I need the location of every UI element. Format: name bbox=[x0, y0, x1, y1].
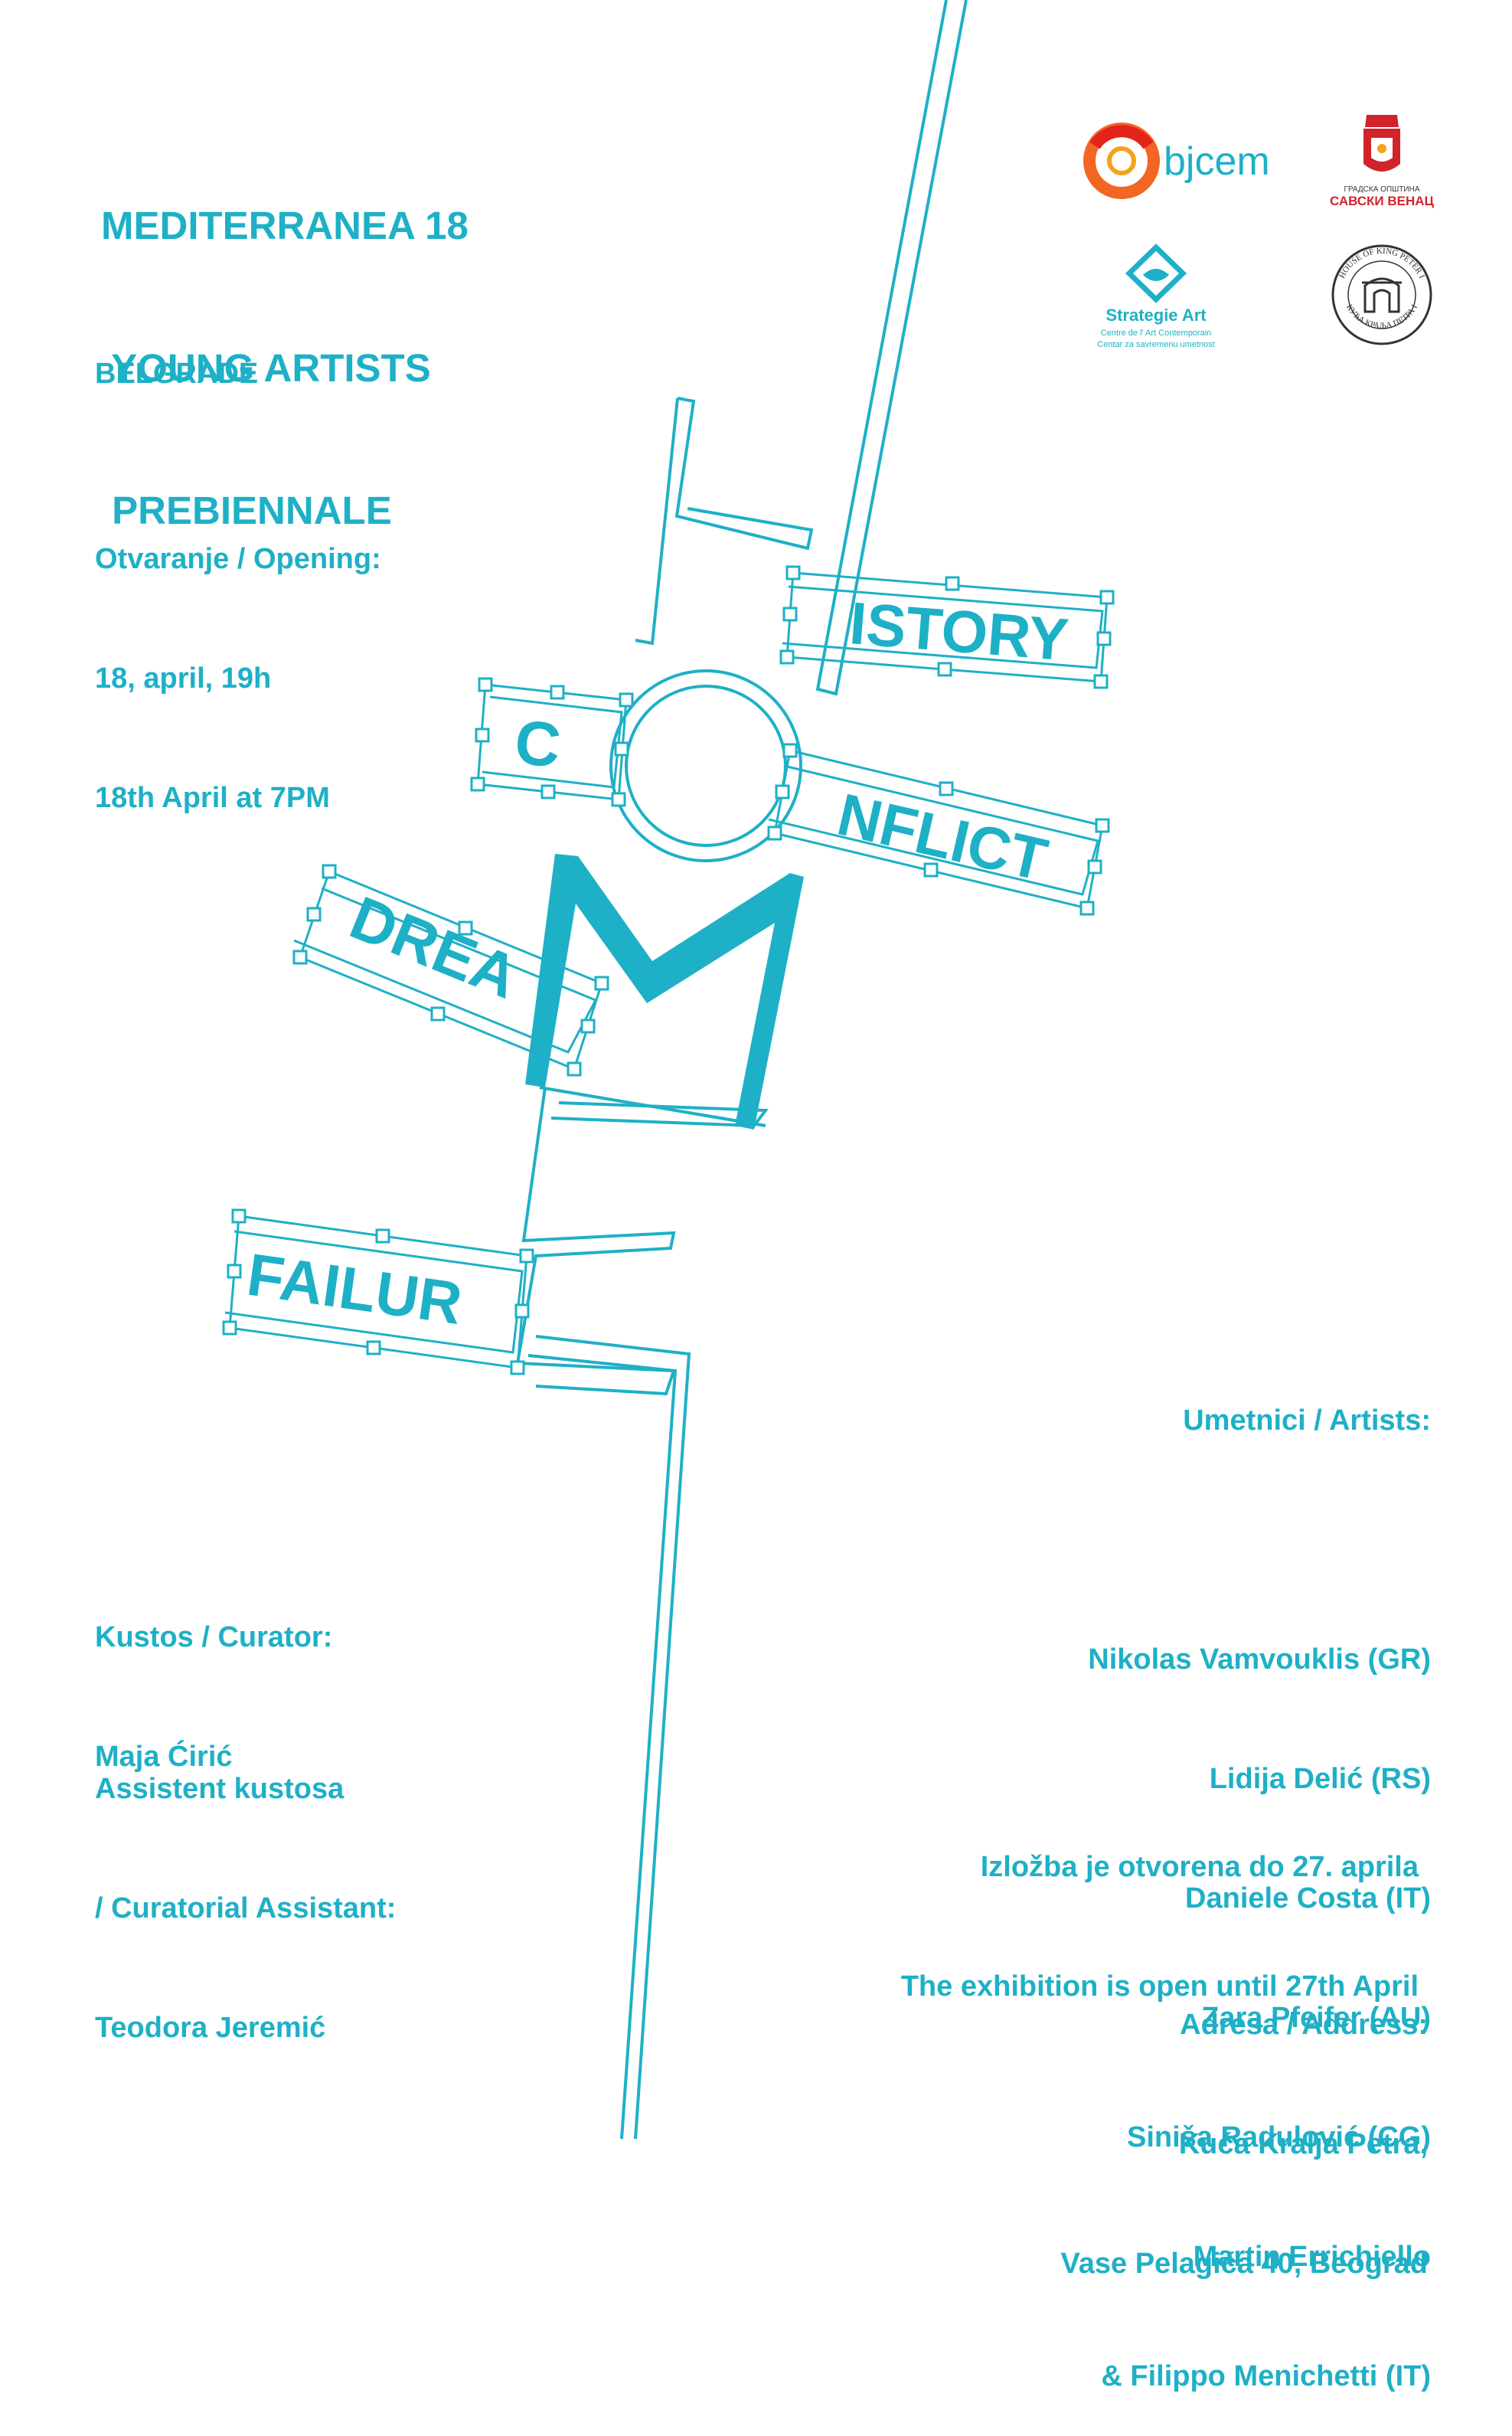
opening-date-en: 18th April at 7PM bbox=[95, 782, 330, 814]
curator-block: Kustos / Curator: Maja Ćirić bbox=[95, 1538, 332, 1816]
savski-label: САВСКИ ВЕНАЦ bbox=[1330, 194, 1435, 208]
diagonal-line-top bbox=[815, 0, 968, 696]
assistant-block: Assistent kustosa / Curatorial Assistant… bbox=[95, 1689, 396, 2088]
artist-name: Daniele Costa (IT) bbox=[1185, 1882, 1431, 1914]
word-conflict: NFLICT bbox=[831, 780, 1053, 894]
title-line-3: PREBIENNALE bbox=[101, 489, 392, 532]
assistant-name: Teodora Jeremić bbox=[95, 2012, 326, 2044]
address-line-2: Vase Pelagića 40, Beograd bbox=[1060, 2248, 1429, 2280]
typographic-artwork: ISTORY C NFLICT DREA FAILUR bbox=[222, 0, 1115, 2139]
e-letter-right bbox=[550, 1101, 769, 1128]
exhibition-line-sr: Izložba je otvorena do 27. aprila bbox=[980, 1851, 1419, 1883]
exhibition-line-en: The exhibition is open until 27th April bbox=[900, 1970, 1419, 2003]
o-letter-inner bbox=[625, 685, 787, 847]
artist-name: Zara Pfeifer (AU) bbox=[1201, 2002, 1431, 2034]
h-letter-left bbox=[635, 397, 679, 646]
curator-label: Kustos / Curator: bbox=[95, 1621, 333, 1653]
house-of-king-peter-logo: HOUSE OF KING PETER I КУЋА КРАЉА ПЕТРА I bbox=[1331, 244, 1432, 345]
savski-venac-logo: ГРАДСКА ОПШТИНА САВСКИ ВЕНАЦ bbox=[1330, 115, 1435, 208]
savski-small-label: ГРАДСКА ОПШТИНА bbox=[1344, 185, 1419, 194]
bjcem-logo: bjcem bbox=[1083, 123, 1270, 199]
title-line-2: YOUNG ARTISTS bbox=[101, 346, 431, 390]
h-letter-outline bbox=[674, 397, 814, 551]
m-letter bbox=[525, 854, 804, 1130]
opening-date-sr: 18, april, 19h bbox=[95, 662, 272, 695]
word-history: ISTORY bbox=[847, 589, 1071, 673]
word-dream: DREA bbox=[341, 883, 528, 1011]
title-line-1: MEDITERRANEA 18 bbox=[101, 204, 469, 247]
word-failure: FAILUR bbox=[243, 1241, 466, 1337]
artist-name: Lidija Delić (RS) bbox=[1209, 1763, 1431, 1795]
assistant-label-2: / Curatorial Assistant: bbox=[95, 1892, 397, 1924]
artist-name: & Filippo Menichetti (IT) bbox=[1101, 2360, 1431, 2392]
assistant-label-1: Assistent kustosa bbox=[95, 1773, 345, 1805]
address-label: Adresa / Address: bbox=[1180, 2009, 1428, 2041]
city-label: BELGRADE bbox=[95, 358, 259, 390]
artists-label: Umetnici / Artists: bbox=[1183, 1404, 1431, 1437]
selection-handles bbox=[222, 565, 1115, 1375]
exhibition-block: Izložba je otvorena do 27. aprila The ex… bbox=[901, 1767, 1419, 2046]
house-top-label: HOUSE OF KING PETER I bbox=[1337, 247, 1426, 280]
word-conflict-c: C bbox=[511, 707, 563, 781]
strategie-art-logo: Strategie Art Centre de l' Art Contempor… bbox=[1097, 244, 1215, 349]
o-letter-outer bbox=[609, 669, 802, 862]
curator-name: Maja Ćirić bbox=[95, 1741, 233, 1773]
e-letter-outline bbox=[515, 1087, 676, 1396]
opening-block: Otvaranje / Opening: 18, april, 19h 18th… bbox=[95, 459, 381, 858]
poster-title: MEDITERRANEA 18 YOUNG ARTISTS PREBIENNAL… bbox=[101, 107, 469, 582]
house-bottom-label: КУЋА КРАЉА ПЕТРА I bbox=[1344, 303, 1419, 331]
svg-text:HOUSE OF KING PETER I: HOUSE OF KING PETER I bbox=[1337, 247, 1426, 280]
strategie-label: Strategie Art bbox=[1105, 306, 1207, 325]
bjcem-wordmark: bjcem bbox=[1164, 139, 1270, 184]
artist-name: Nikolas Vamvouklis (GR) bbox=[1088, 1643, 1431, 1676]
strategie-sub-1: Centre de l' Art Contemporain bbox=[1101, 329, 1212, 338]
strategie-sub-2: Centar za savremenu umetnost bbox=[1097, 340, 1214, 349]
opening-label: Otvaranje / Opening: bbox=[95, 543, 381, 575]
svg-text:КУЋА КРАЉА ПЕТРА I: КУЋА КРАЉА ПЕТРА I bbox=[1344, 303, 1419, 331]
diagonal-line-bottom bbox=[527, 1335, 691, 2139]
